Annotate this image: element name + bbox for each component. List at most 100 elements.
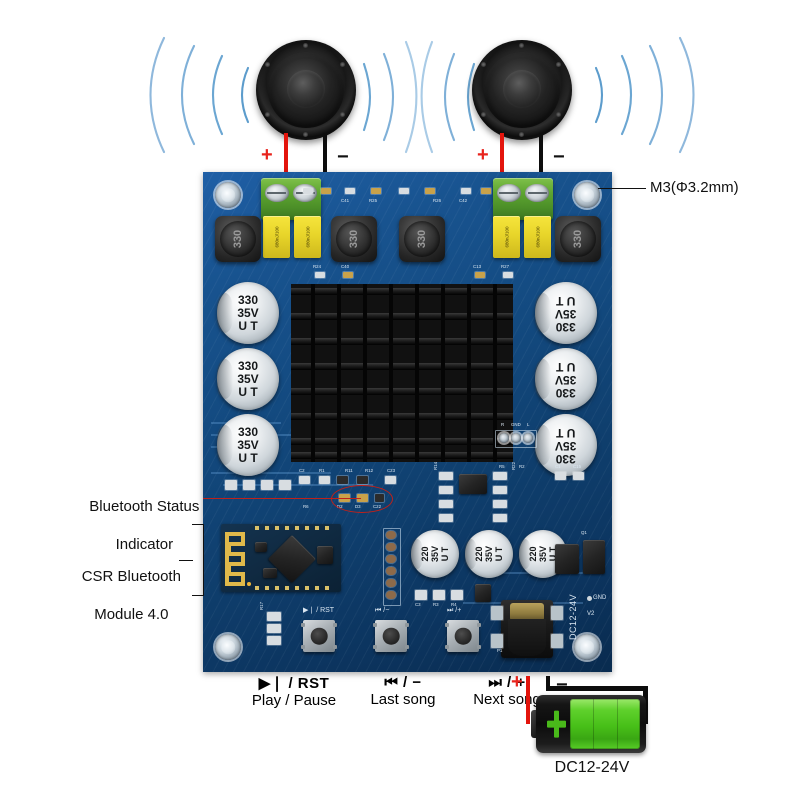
sound-waves-left-outer	[149, 30, 270, 160]
legend-last-song: ⏮ / − Last song	[348, 674, 458, 708]
silk-c40: C40	[341, 264, 350, 269]
sound-waves-right-outer	[574, 30, 695, 160]
bt-status-label-line2: Indicator	[115, 536, 174, 553]
silk-c3: C3	[415, 602, 421, 607]
silk-c15: C15	[573, 464, 582, 469]
silk-c13: C13	[473, 264, 482, 269]
legend-last-song-icon: ⏮ / −	[384, 674, 422, 691]
silk-r24: R24	[313, 264, 322, 269]
silk-r3: R3	[433, 602, 439, 607]
silk-play-pause: ▶❘ / RST	[303, 607, 335, 614]
bt-status-label-line1: Bluetooth Status	[89, 498, 200, 515]
battery-charge-fill	[570, 699, 641, 749]
legend-play-pause-icon: ▶❘ / RST	[258, 675, 330, 692]
film-cap-1: 680nJ/100	[263, 216, 290, 258]
silk-c41: C41	[341, 198, 350, 203]
power-minus-sign: −	[556, 674, 568, 696]
speaker-left	[256, 40, 356, 140]
speaker-terminal-right	[493, 178, 553, 220]
silk-r11: R11	[345, 468, 353, 473]
battery-label: DC12-24V	[554, 759, 630, 776]
power-plus-sign: +	[511, 671, 523, 693]
mount-hole-bottom-left	[215, 634, 241, 660]
silk-header-gnd: GND	[511, 422, 521, 427]
speaker-terminal-left	[261, 178, 321, 220]
film-cap-2: 680nJ/100	[294, 216, 321, 258]
opamp-ic	[459, 474, 487, 494]
mount-hole-bottom-right	[574, 634, 600, 660]
legend-next-song: ⏭ / + Next song	[452, 674, 562, 708]
speaker-right-positive-wire	[500, 133, 504, 178]
silk-r1: R1	[319, 468, 325, 473]
legend-last-song-name: Last song	[370, 691, 436, 708]
speaker-right-plus-sign: +	[477, 144, 489, 166]
speaker-left-positive-wire	[284, 133, 288, 178]
dc-power-jack	[501, 600, 553, 658]
speaker-left-minus-sign: −	[337, 146, 349, 168]
film-cap-3: 680nJ/100	[493, 216, 520, 258]
silk-r4: R4	[451, 602, 457, 607]
bt-module-label-line2: Module 4.0	[94, 606, 169, 623]
silk-c42: C42	[459, 198, 468, 203]
silk-version: V2	[587, 611, 595, 617]
silk-header-r: R	[501, 422, 505, 427]
inductor-4: 330	[555, 216, 601, 262]
battery-negative-wire-vert1	[546, 676, 550, 690]
silk-r2: R2	[519, 464, 525, 469]
battery-positive-wire	[526, 676, 530, 724]
silk-gnd-led: GND	[593, 595, 607, 601]
silk-r14: R14	[433, 461, 438, 470]
button-play-pause[interactable]	[301, 620, 337, 652]
mount-hole-top-left	[215, 182, 241, 208]
silk-r17: R17	[259, 601, 264, 610]
battery-negative-wire-horz	[546, 686, 648, 691]
mount-hole-top-right	[574, 182, 600, 208]
speaker-left-negative-wire	[323, 133, 327, 178]
mosfet-2	[583, 540, 605, 574]
silk-last-song: ⏮ /−	[375, 607, 390, 614]
silk-header-l: L	[527, 422, 530, 427]
legend-play-pause: ▶❘ / RST Play / Pause	[234, 674, 354, 709]
speaker-right-negative-wire	[539, 133, 543, 178]
button-next-song[interactable]	[445, 620, 481, 652]
bt-status-leader-line	[203, 498, 361, 499]
silk-r25: R25	[369, 198, 378, 203]
heatsink	[291, 284, 513, 462]
bt-module-bracket	[179, 524, 204, 596]
bt-status-label: Bluetooth Status Indicator	[66, 478, 206, 573]
button-last-song[interactable]	[373, 620, 409, 652]
film-cap-4: 680nJ/100	[524, 216, 551, 258]
battery-plus-icon	[547, 710, 566, 738]
csr-bluetooth-module	[221, 524, 341, 592]
audio-input-header	[495, 430, 537, 448]
silk-dc-input: DC12-24V	[568, 593, 578, 640]
legend-play-pause-name: Play / Pause	[251, 692, 337, 709]
led-highlight-ellipse	[331, 485, 393, 513]
silk-r12: R12	[365, 468, 374, 473]
speaker-left-plus-sign: +	[261, 144, 273, 166]
silk-r26: R26	[433, 198, 442, 203]
legend-next-song-icon: ⏭ / +	[488, 674, 526, 691]
silk-r22: R22	[511, 461, 516, 470]
sound-waves-center	[358, 36, 480, 154]
battery-terminal-cap	[531, 710, 540, 738]
silk-p1: P1	[497, 648, 503, 653]
speaker-right	[472, 40, 572, 140]
inductor-3: 330	[399, 216, 445, 262]
bt-module-label: CSR Bluetooth Module 4.0	[58, 548, 188, 643]
silk-r27: R27	[501, 264, 510, 269]
silk-r5: R5	[499, 464, 505, 469]
silk-c23: C23	[387, 468, 396, 473]
legend-next-song-name: Next song	[473, 691, 541, 708]
amplifier-pcb: 680nJ/100 680nJ/100 680nJ/100 680nJ/100 …	[203, 172, 612, 672]
silk-next-song: ⏭ /+	[447, 607, 462, 614]
